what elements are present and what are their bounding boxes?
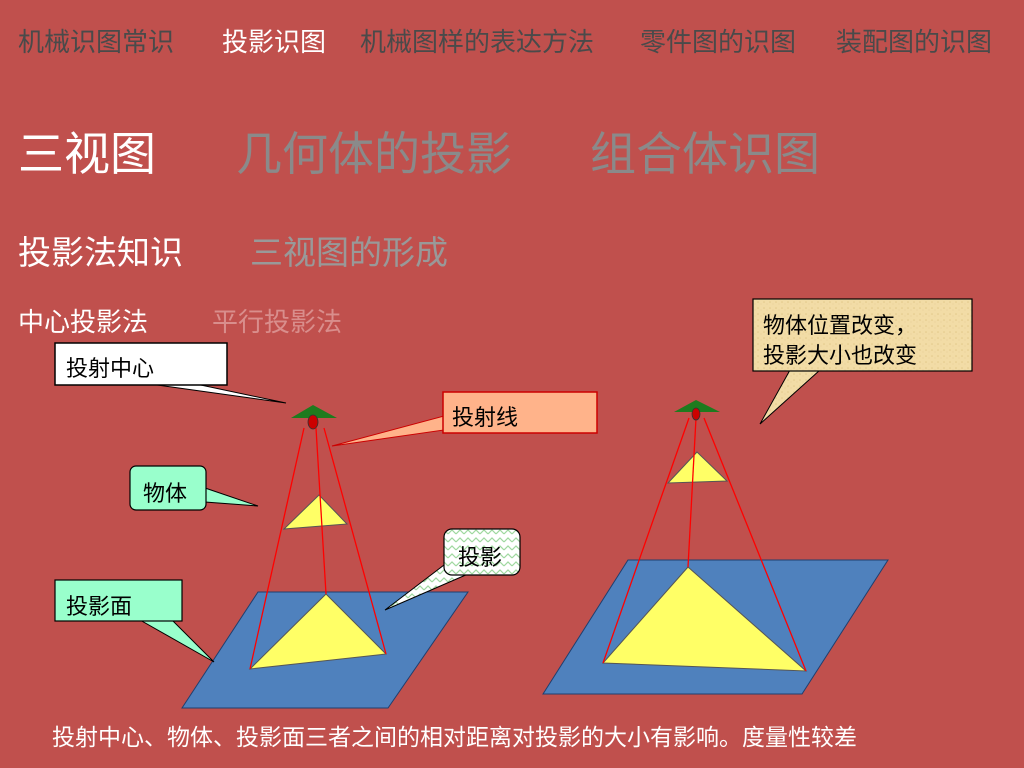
note-line-2: 投影大小也改变 [763, 344, 918, 369]
nav-central-projection[interactable]: 中心投影法 [18, 308, 149, 338]
nav-item-machinery-basics[interactable]: 机械识图常识 [18, 28, 175, 58]
nav-composite-body[interactable]: 组合体识图 [590, 127, 820, 181]
callout-object [129, 465, 259, 511]
nav-projection-knowledge[interactable]: 投影法知识 [18, 233, 183, 272]
right-projection-rays [602, 417, 807, 672]
callout-ray [331, 391, 598, 447]
label-projection-center: 投射中心 [66, 357, 155, 382]
top-nav: 机械识图常识 投影识图 机械图样的表达方法 零件图的识图 装配图的识图 [0, 22, 1024, 62]
nav-three-views[interactable]: 三视图 [18, 127, 156, 181]
label-object: 物体 [143, 482, 188, 507]
left-projected-triangle [248, 593, 388, 670]
nav-geometry-projection[interactable]: 几何体的投影 [236, 127, 512, 181]
left-lamp-icon [291, 405, 337, 418]
label-projection-plane: 投影面 [66, 595, 133, 620]
callout-plane [54, 579, 215, 663]
right-object-triangle [666, 451, 729, 484]
note-line-1: 物体位置改变， [763, 314, 918, 339]
nav-item-part-drawing[interactable]: 零件图的识图 [640, 28, 797, 58]
nav-parallel-projection[interactable]: 平行投影法 [212, 308, 343, 338]
nav-three-views-formation[interactable]: 三视图的形成 [250, 233, 448, 272]
nav-item-projection[interactable]: 投影识图 [222, 28, 327, 58]
callout-projection [384, 528, 521, 611]
right-lamp-bulb-icon [691, 407, 701, 421]
callout-center [54, 342, 287, 404]
right-projected-triangle [601, 566, 808, 672]
nav-item-assembly-drawing[interactable]: 装配图的识图 [836, 28, 993, 58]
left-lamp-bulb-icon [307, 414, 319, 430]
nav-item-representation-methods[interactable]: 机械图样的表达方法 [360, 28, 595, 58]
bottom-caption: 投射中心、物体、投影面三者之间的相对距离对投影的大小有影响。度量性较差 [52, 725, 857, 751]
callout-note [752, 298, 973, 425]
left-object-triangle [282, 494, 349, 530]
left-projection-rays [249, 427, 387, 670]
label-projection-ray: 投射线 [452, 406, 519, 431]
label-projection: 投影 [458, 546, 503, 571]
right-lamp-icon [674, 400, 720, 412]
